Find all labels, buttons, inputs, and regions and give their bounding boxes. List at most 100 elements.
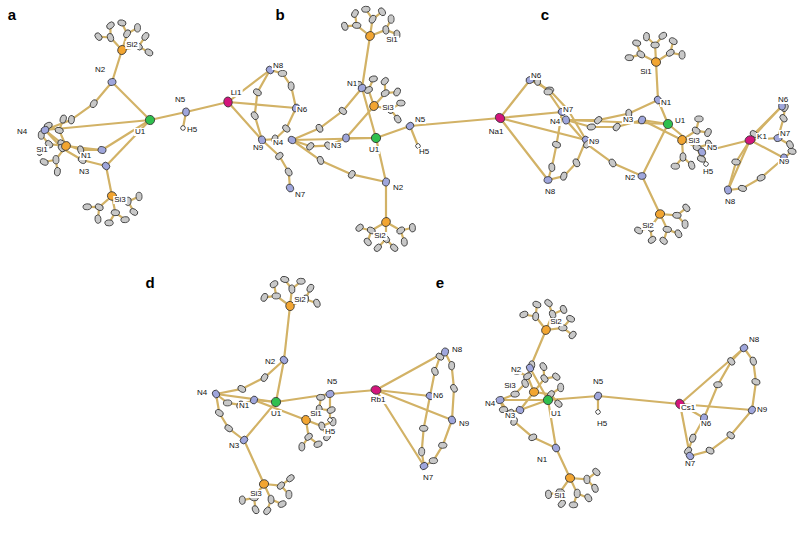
atom-ellipsoid (111, 209, 120, 216)
atom-ellipsoid (704, 128, 713, 138)
atom-label: Si2 (549, 318, 563, 326)
atom-ellipsoid (681, 203, 691, 213)
atom-ellipsoid (668, 37, 678, 46)
atom-ellipsoid (182, 108, 190, 117)
atom-ellipsoid (691, 126, 701, 135)
atom-ellipsoid (738, 184, 748, 192)
bond (376, 352, 445, 390)
atom-label: N6 (296, 106, 308, 114)
atom-ellipsoid (539, 373, 549, 383)
atom-label: N9 (588, 138, 600, 146)
atom-label: N3 (504, 412, 516, 420)
atom-label: N2 (264, 358, 276, 366)
atom-label: N5 (592, 378, 604, 386)
atom-label: N7 (422, 474, 434, 482)
atom-label: N6 (530, 72, 542, 80)
bond (228, 102, 296, 108)
atom-ellipsoid (94, 203, 104, 212)
bond (284, 306, 290, 360)
atom-ellipsoid (97, 146, 106, 155)
atom-label: Si2 (641, 222, 655, 230)
atom-ellipsoid (519, 310, 529, 318)
atom-ellipsoid (326, 406, 336, 415)
atom-ellipsoid (39, 158, 49, 167)
atom-ellipsoid (59, 114, 67, 124)
atom-ellipsoid (529, 387, 539, 396)
atom-ellipsoid (409, 223, 416, 232)
atom-ellipsoid (54, 126, 64, 134)
atom-ellipsoid (214, 408, 224, 417)
atom-ellipsoid (269, 279, 279, 288)
atom-ellipsoid (525, 363, 535, 373)
atom-ellipsoid (287, 135, 297, 144)
atom-label: N2 (624, 174, 636, 182)
atom-label: Si3 (503, 382, 517, 390)
atom-ellipsoid (749, 356, 757, 366)
atom-label: Li1 (230, 89, 243, 97)
atom-ellipsoid (663, 226, 672, 234)
bond-layer (39, 9, 792, 511)
atom-ellipsoid (279, 355, 289, 365)
atom-ellipsoid (129, 207, 139, 217)
atom-ellipsoid (532, 300, 542, 308)
atom-ellipsoid (303, 432, 313, 442)
atom-ellipsoid (608, 158, 617, 168)
atom-ellipsoid (568, 330, 578, 340)
atom-ellipsoid (373, 243, 383, 253)
atom-layer (36, 6, 797, 516)
atom-ellipsoid (438, 442, 447, 449)
atom-ellipsoid (551, 372, 561, 382)
atom-ellipsoid (388, 15, 394, 23)
atom-ellipsoid (778, 113, 788, 123)
atom-ellipsoid (544, 89, 553, 95)
atom-ellipsoid (305, 141, 315, 151)
atom-label: U1 (134, 128, 146, 136)
atom-label: N9 (458, 420, 470, 428)
atom-ellipsoid (559, 304, 567, 314)
atom-label: N5 (414, 116, 426, 124)
atom-ellipsoid (521, 378, 530, 388)
atom-ellipsoid (676, 134, 688, 146)
bond (629, 100, 658, 114)
atom-ellipsoid (532, 312, 539, 321)
bond (587, 144, 612, 163)
atom-ellipsoid (595, 409, 601, 415)
atom-ellipsoid (495, 396, 504, 405)
atom-ellipsoid (136, 192, 142, 201)
atom-label: U1 (368, 146, 380, 154)
atom-ellipsoid (552, 141, 562, 149)
atom-ellipsoid (447, 415, 456, 425)
atom-ellipsoid (448, 361, 455, 370)
atom-label: Si3 (381, 104, 395, 112)
atom-ellipsoid (68, 115, 75, 124)
atom-label: N3 (78, 168, 90, 176)
atom-ellipsoid (286, 490, 292, 498)
atom-label: N5 (706, 144, 718, 152)
bond (731, 410, 752, 435)
panel-letter: d (144, 275, 155, 290)
atom-ellipsoid (288, 284, 295, 293)
bond (106, 120, 150, 166)
atom-ellipsoid (510, 390, 519, 397)
atom-ellipsoid (249, 395, 259, 405)
atom-ellipsoid (101, 161, 111, 171)
atom-ellipsoid (277, 500, 287, 509)
bond (292, 128, 320, 140)
panel-letter: b (274, 7, 285, 22)
atom-label: N3 (330, 142, 342, 150)
atom-label: N1 (80, 152, 92, 160)
atom-ellipsoid (553, 399, 563, 409)
atom-ellipsoid (744, 135, 756, 146)
atom-ellipsoid (250, 111, 259, 121)
atom-label: N4 (272, 139, 284, 147)
bond (376, 126, 410, 138)
bond (452, 388, 454, 420)
atom-ellipsoid (558, 383, 564, 392)
atom-ellipsoid (659, 236, 669, 246)
atom-ellipsoid (569, 501, 578, 508)
bond (385, 182, 387, 222)
bond (330, 390, 376, 394)
atom-label: Na1 (488, 128, 505, 136)
atom-label: N1 (238, 402, 250, 410)
atom-ellipsoid (40, 125, 50, 134)
